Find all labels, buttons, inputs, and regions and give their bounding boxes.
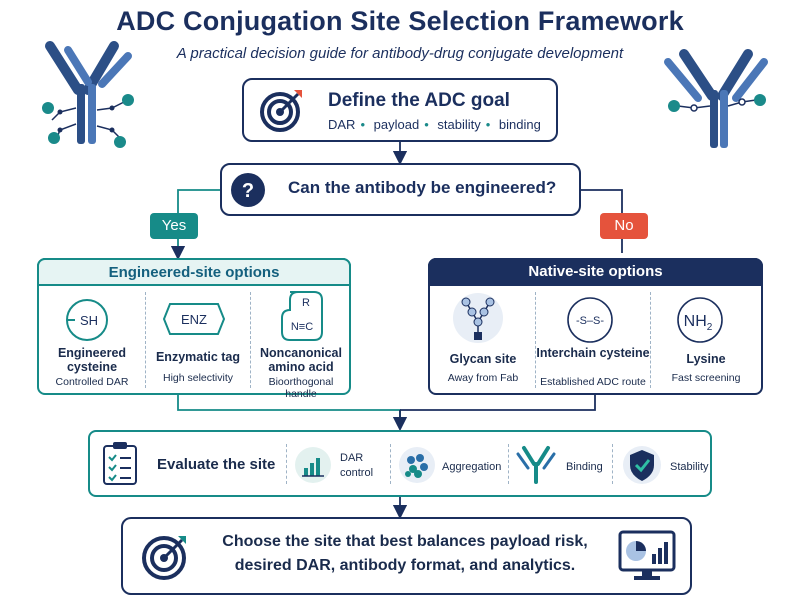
metric-dar-control-label: DAR control xyxy=(340,452,374,479)
target-icon xyxy=(260,90,302,132)
noncanonical-icon-top-label: R xyxy=(302,297,310,309)
goal-tags: DAR• payload• stability• binding xyxy=(328,117,541,132)
option-glycan-note: Away from Fab xyxy=(447,372,519,384)
no-branch-label: No xyxy=(600,213,648,239)
svg-text:NH2: NH2 xyxy=(684,313,713,333)
divider xyxy=(535,292,536,388)
goal-tag-dar: DAR xyxy=(328,117,356,132)
analytics-monitor-icon xyxy=(618,530,676,580)
amine-icon-subscript: 2 xyxy=(707,322,713,333)
divider xyxy=(508,444,509,484)
page-title: ADC Conjugation Site Selection Framework xyxy=(116,6,684,36)
thiol-icon: SH xyxy=(66,299,108,341)
option-lysine-name: Lysine xyxy=(686,352,726,366)
option-engineered-cysteine-note: Controlled DAR xyxy=(55,376,129,388)
target-icon xyxy=(142,536,186,580)
antibody-illustration-right xyxy=(664,49,768,148)
page-subtitle: A practical decision guide for antibody-… xyxy=(176,45,624,62)
antibody-illustration-left xyxy=(42,41,134,148)
option-glycan-name: Glycan site xyxy=(449,352,517,366)
amine-icon-label: NH xyxy=(684,313,707,330)
option-enzymatic-tag-note: High selectivity xyxy=(162,372,234,384)
option-noncanonical-note: Bioorthogonal handle xyxy=(268,376,334,400)
divider xyxy=(390,444,391,484)
question-icon: ? xyxy=(231,173,265,207)
goal-tag-stability: stability xyxy=(437,117,481,132)
cluster-icon xyxy=(399,447,435,483)
divider xyxy=(145,292,146,388)
divider xyxy=(612,444,613,484)
option-noncanonical-name: Noncanonical amino acid xyxy=(260,346,342,374)
engineered-options-heading: Engineered-site options xyxy=(37,258,351,286)
final-decision-text: Choose the site that best balances paylo… xyxy=(222,533,588,574)
shield-check-icon xyxy=(623,446,661,484)
option-engineered-cysteine-name: Engineered cysteine xyxy=(57,346,127,374)
disulfide-icon: -S–S- xyxy=(567,297,613,343)
final-decision-box xyxy=(121,517,692,595)
evaluate-title: Evaluate the site xyxy=(157,456,276,473)
yes-branch-label: Yes xyxy=(150,213,198,239)
metric-aggregation-label: Aggregation xyxy=(442,461,502,473)
enzyme-tag-icon-label: ENZ xyxy=(181,312,207,327)
divider xyxy=(650,292,651,388)
bar-chart-icon xyxy=(295,447,331,483)
question-text: Can the antibody be engineered? xyxy=(288,178,557,197)
goal-tag-binding: binding xyxy=(498,117,541,132)
svg-text:?: ? xyxy=(242,180,254,202)
question-box xyxy=(220,163,581,216)
divider xyxy=(250,292,251,388)
antibody-icon xyxy=(516,446,556,484)
metric-stability-label: Stability xyxy=(670,461,709,473)
thiol-icon-label: SH xyxy=(80,313,98,328)
glycan-icon xyxy=(453,293,503,343)
option-enzymatic-tag-name: Enzymatic tag xyxy=(155,350,241,364)
option-interchain-cysteine-name: Interchain cysteine xyxy=(536,346,650,360)
goal-title: Define the ADC goal xyxy=(328,90,510,111)
goal-tag-payload: payload xyxy=(373,117,420,132)
noncanonical-amino-acid-icon: R N≡C xyxy=(281,291,323,341)
native-options-heading: Native-site options xyxy=(428,258,763,286)
goal-box xyxy=(242,78,558,142)
amine-icon: NH2 xyxy=(677,297,723,343)
divider xyxy=(286,444,287,484)
option-interchain-cysteine-note: Established ADC route xyxy=(540,376,646,388)
checklist-icon xyxy=(103,442,137,485)
enzyme-tag-icon: ENZ xyxy=(162,303,226,335)
option-lysine-note: Fast screening xyxy=(671,372,741,384)
noncanonical-icon-label: N≡C xyxy=(291,321,313,333)
metric-binding-label: Binding xyxy=(566,461,603,473)
disulfide-icon-label: -S–S- xyxy=(576,315,604,327)
